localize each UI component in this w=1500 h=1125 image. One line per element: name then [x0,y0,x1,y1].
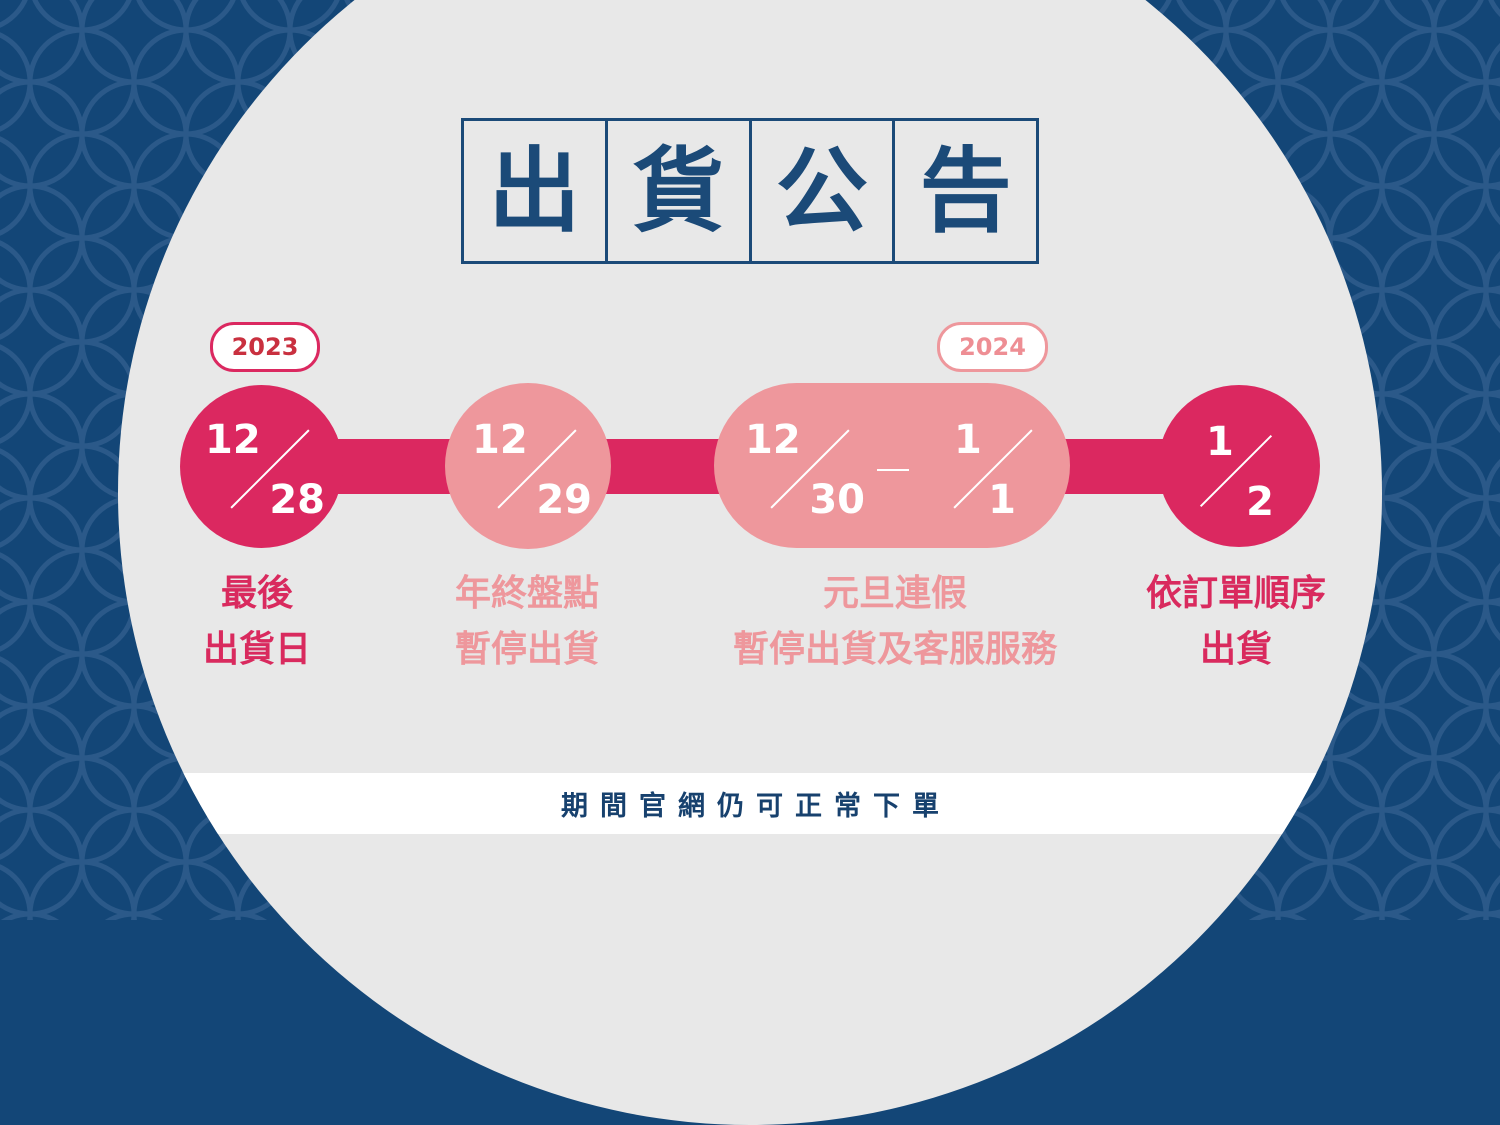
caption-line: 出貨 [1199,629,1272,670]
date-month: 12 [745,417,801,463]
date-12-28: 12 28 [205,420,325,520]
range-dash [877,469,909,471]
date-month: 12 [205,417,261,463]
date-12-29: 12 29 [472,420,592,520]
date-1-2: 1 2 [1186,422,1286,522]
date-day: 30 [809,477,865,523]
title-char: 貨 [604,121,749,261]
footer-note-text: 期間官網仍可正常下單 [561,791,951,822]
timeline-node-new-year-holiday [714,383,1070,548]
date-month: 1 [954,417,982,463]
caption-resume-shipping: 依訂單順序 出貨 [1116,566,1356,678]
caption-line: 依訂單順序 [1145,573,1326,614]
caption-line: 暫停出貨 [454,629,599,670]
date-month: 12 [472,417,528,463]
title-char: 出 [488,137,581,245]
caption-line: 最後 [220,573,293,614]
date-month: 1 [1206,419,1234,465]
date-day: 1 [988,477,1016,523]
timeline-node-inventory [445,383,611,549]
caption-inventory: 年終盤點 暫停出貨 [417,566,637,678]
title-char: 告 [892,121,1036,261]
caption-last-shipping: 最後 出貨日 [157,566,357,678]
caption-line: 年終盤點 [454,573,599,614]
date-day: 2 [1246,479,1274,525]
date-day: 28 [269,477,325,523]
caption-line: 元旦連假 [822,573,967,614]
year-badge-2024: 2024 [937,322,1048,372]
announcement-title: 出 貨 公 告 [461,118,1039,264]
footer-note-band: 期間官網仍可正常下單 [118,773,1382,834]
caption-line: 出貨日 [202,629,311,670]
caption-line: 暫停出貨及客服服務 [732,629,1057,670]
year-badge-2023: 2023 [210,322,320,372]
date-day: 29 [536,477,592,523]
caption-new-year-holiday: 元旦連假 暫停出貨及客服服務 [695,566,1095,678]
date-1-1: 1 1 [928,420,1036,520]
date-12-30: 12 30 [745,420,865,520]
title-char: 公 [748,121,893,261]
timeline-node-last-shipping [180,385,343,548]
